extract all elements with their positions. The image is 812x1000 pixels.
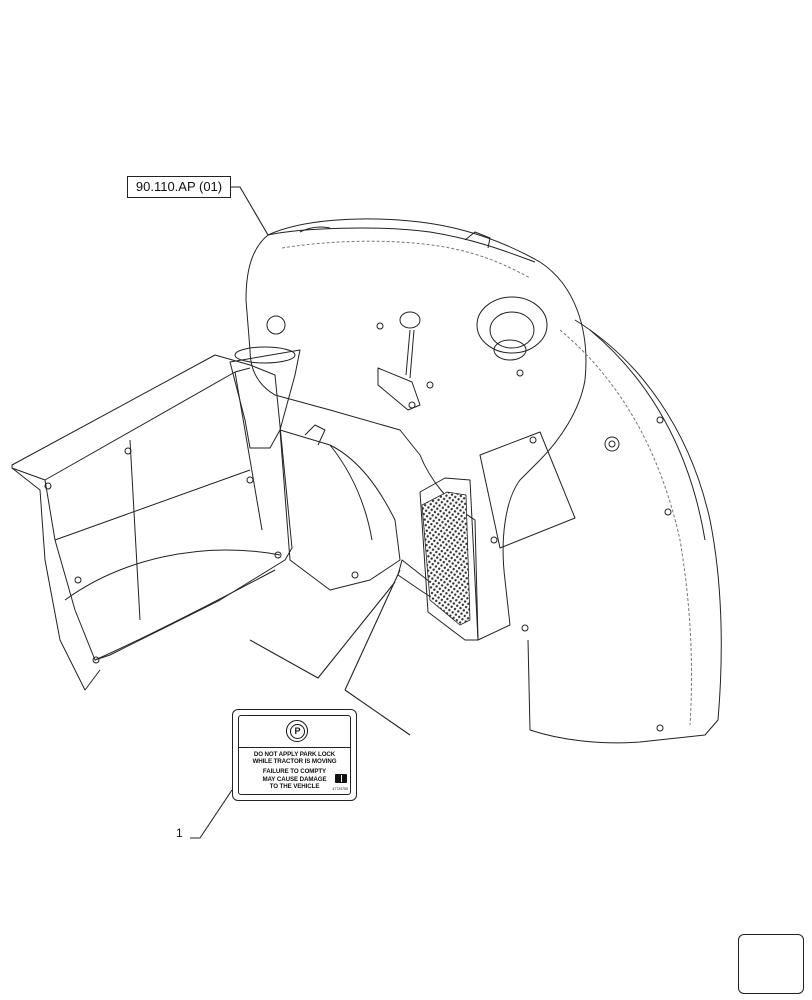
fender-outline xyxy=(527,319,722,744)
left-storage-tray xyxy=(11,354,293,661)
cup-holder xyxy=(476,296,548,354)
next-page-button[interactable] xyxy=(738,934,804,994)
decal-symbol-area: P xyxy=(239,716,350,748)
speaker-frame xyxy=(419,477,479,641)
leader-line-decal xyxy=(190,789,233,839)
leader-line-lever-2 xyxy=(344,689,411,736)
handle-pocket xyxy=(229,349,301,449)
rear-panel-outline xyxy=(245,218,587,641)
decal-warning-text: DO NOT APPLY PARK LOCK WHILE TRACTOR IS … xyxy=(239,748,350,790)
center-lower-panel xyxy=(279,429,401,591)
leader-line-lever-1 xyxy=(249,581,396,679)
fender-plate xyxy=(479,431,576,549)
decal-part-code: 47729755 xyxy=(332,787,348,791)
parking-p-letter: P xyxy=(290,724,305,739)
decal-line-5: TO THE VEHICLE xyxy=(269,782,320,790)
decal-line-1: DO NOT APPLY PARK LOCK xyxy=(253,751,336,758)
park-lock-warning-decal: P DO NOT APPLY PARK LOCK WHILE TRACTOR I… xyxy=(232,709,357,801)
speaker-grille-mesh xyxy=(421,491,471,626)
decal-inner-frame: P DO NOT APPLY PARK LOCK WHILE TRACTOR I… xyxy=(238,715,351,795)
decal-line-2: WHILE TRACTOR IS MOVING xyxy=(252,758,337,766)
decal-line-4: MAY CAUSE DAMAGE xyxy=(262,775,327,783)
park-lock-lever xyxy=(405,329,411,376)
reference-label[interactable]: 90.110.AP (01) xyxy=(127,176,231,198)
parking-p-icon: P xyxy=(286,720,308,742)
decal-line-3: FAILURE TO COMPTY xyxy=(262,768,327,776)
callout-number: 1 xyxy=(176,826,183,840)
leader-line-ref xyxy=(231,186,269,236)
manual-book-icon xyxy=(335,774,347,783)
top-ridge xyxy=(267,227,536,263)
